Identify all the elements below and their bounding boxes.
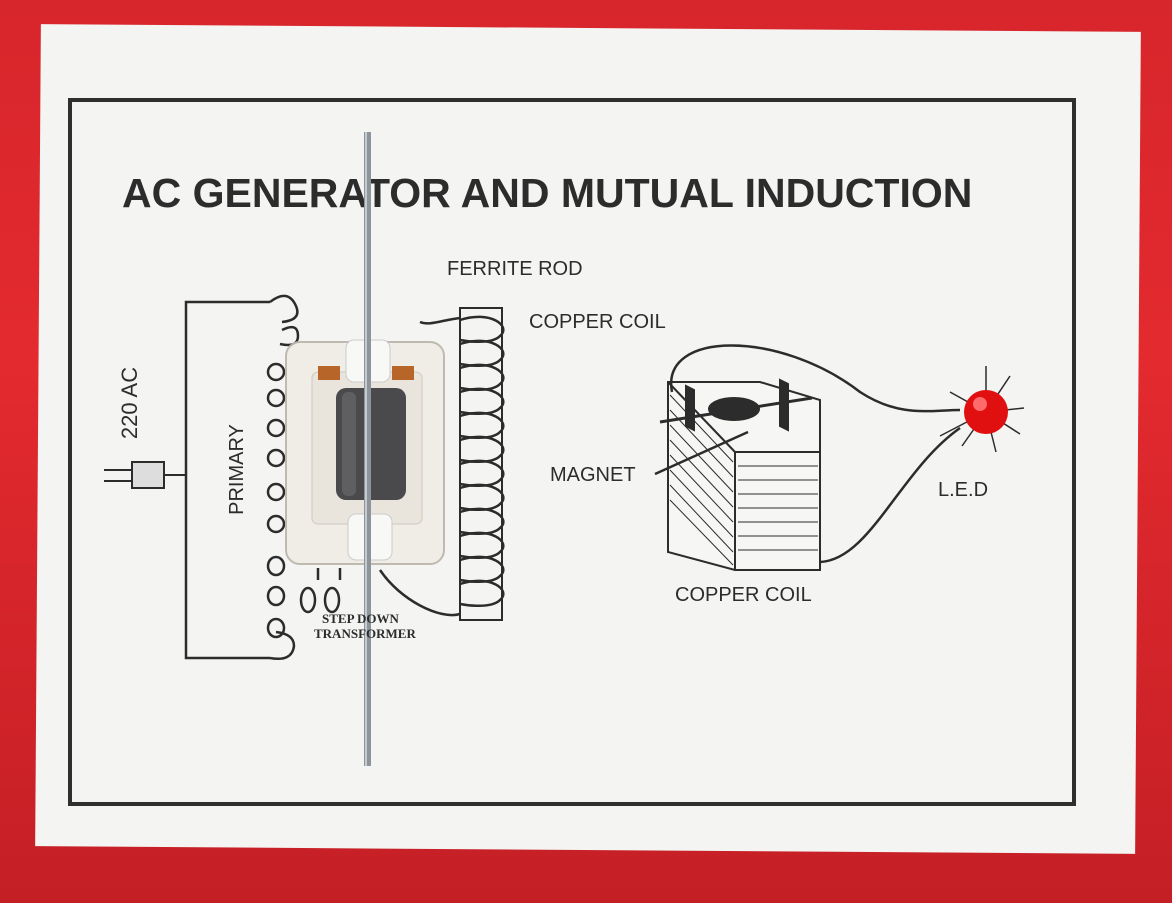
primary-label: PRIMARY <box>225 424 248 515</box>
copper-coil-block <box>667 378 821 571</box>
ac-supply-label: 220 AC <box>117 366 143 440</box>
led-wiring <box>654 344 961 564</box>
primary-coil <box>266 294 300 660</box>
ferrite-rod-label: FERRITE ROD <box>447 258 583 280</box>
secondary-coil <box>299 568 342 614</box>
step-down-label-line2: TRANSFORMER <box>314 626 416 641</box>
ac-plug-icon <box>104 461 186 489</box>
led-icon <box>939 366 1025 453</box>
copper-coil-bottom-label: COPPER COIL <box>675 584 812 606</box>
copper-coil-top-label: COPPER COIL <box>529 311 666 333</box>
led-label: L.E.D <box>938 479 989 501</box>
step-down-label-line1: STEP DOWN <box>322 611 399 626</box>
page-title: AC GENERATOR AND MUTUAL INDUCTION <box>122 170 973 216</box>
primary-circuit-wire <box>184 300 270 660</box>
copper-coil-right <box>378 307 505 621</box>
ferrite-rod <box>364 132 371 766</box>
magnet-icon <box>659 396 813 424</box>
magnet-label: MAGNET <box>550 464 636 486</box>
diagram-border <box>68 98 1076 806</box>
